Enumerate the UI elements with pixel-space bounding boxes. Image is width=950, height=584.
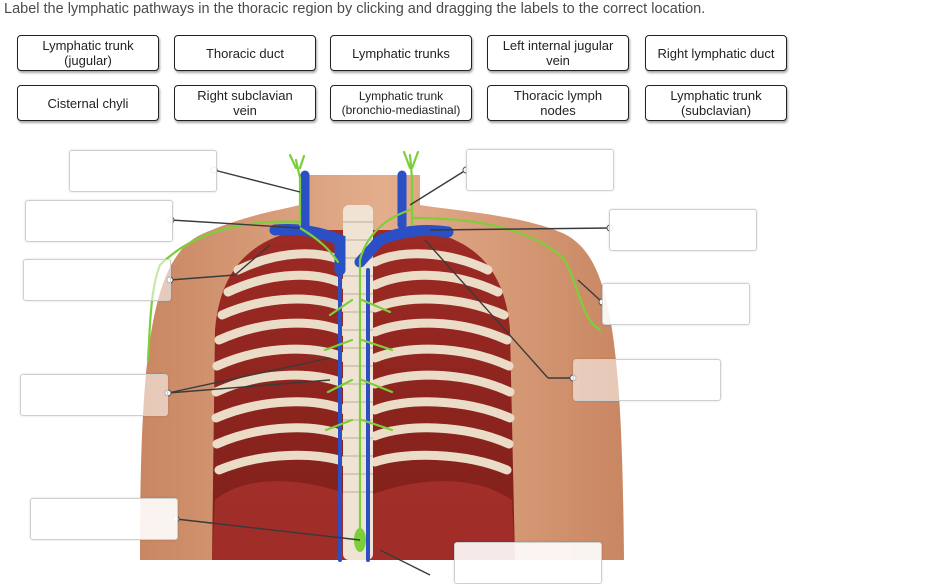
- label-line: vein: [546, 53, 570, 68]
- label-line: Lymphatic trunk: [42, 38, 134, 53]
- drop-target-7[interactable]: [20, 374, 168, 416]
- drop-target-1[interactable]: [69, 150, 217, 192]
- label-line: Thoracic lymph: [513, 88, 603, 103]
- drop-target-9[interactable]: [30, 498, 178, 540]
- drop-target-6[interactable]: [602, 283, 750, 325]
- label-line: Left internal jugular: [502, 38, 614, 53]
- label-thoracic-duct[interactable]: Thoracic duct: [174, 35, 316, 71]
- label-lymphatic-trunk-subclavian[interactable]: Lymphatic trunk(subclavian): [645, 85, 787, 121]
- veins: [269, 170, 454, 562]
- label-line: (subclavian): [680, 103, 752, 118]
- drop-target-8[interactable]: [573, 359, 721, 401]
- label-line: Lymphatic trunk: [358, 89, 444, 103]
- ribs: [211, 249, 515, 475]
- label-line: (bronchio-mediastinal): [341, 103, 461, 117]
- label-right-lymphatic-duct[interactable]: Right lymphatic duct: [645, 35, 787, 71]
- label-line: Thoracic duct: [205, 45, 285, 61]
- label-line: nodes: [540, 103, 576, 118]
- label-line: Lymphatic trunk: [670, 88, 762, 103]
- label-lymphatic-trunk-jugular[interactable]: Lymphatic trunk(jugular): [17, 35, 159, 71]
- label-line: Right lymphatic duct: [657, 45, 775, 61]
- label-line: Right subclavian: [197, 88, 293, 103]
- label-line: Lymphatic trunks: [352, 45, 450, 61]
- label-line: Cisternal chyli: [47, 95, 129, 111]
- leader-lines: [167, 169, 611, 576]
- label-line: (jugular): [64, 53, 112, 68]
- label-lymphatic-trunk-bronchio-mediastinal[interactable]: Lymphatic trunk(bronchio-mediastinal): [330, 85, 472, 121]
- drop-target-4[interactable]: [609, 209, 757, 251]
- label-line: vein: [233, 103, 257, 118]
- label-cisternal-chyli[interactable]: Cisternal chyli: [17, 85, 159, 121]
- drop-target-2[interactable]: [466, 149, 614, 191]
- instruction-text: Label the lymphatic pathways in the thor…: [4, 1, 706, 17]
- label-lymphatic-trunks[interactable]: Lymphatic trunks: [330, 35, 472, 71]
- drop-target-3[interactable]: [25, 200, 173, 242]
- drop-target-10[interactable]: [454, 542, 602, 584]
- drop-target-5[interactable]: [23, 259, 171, 301]
